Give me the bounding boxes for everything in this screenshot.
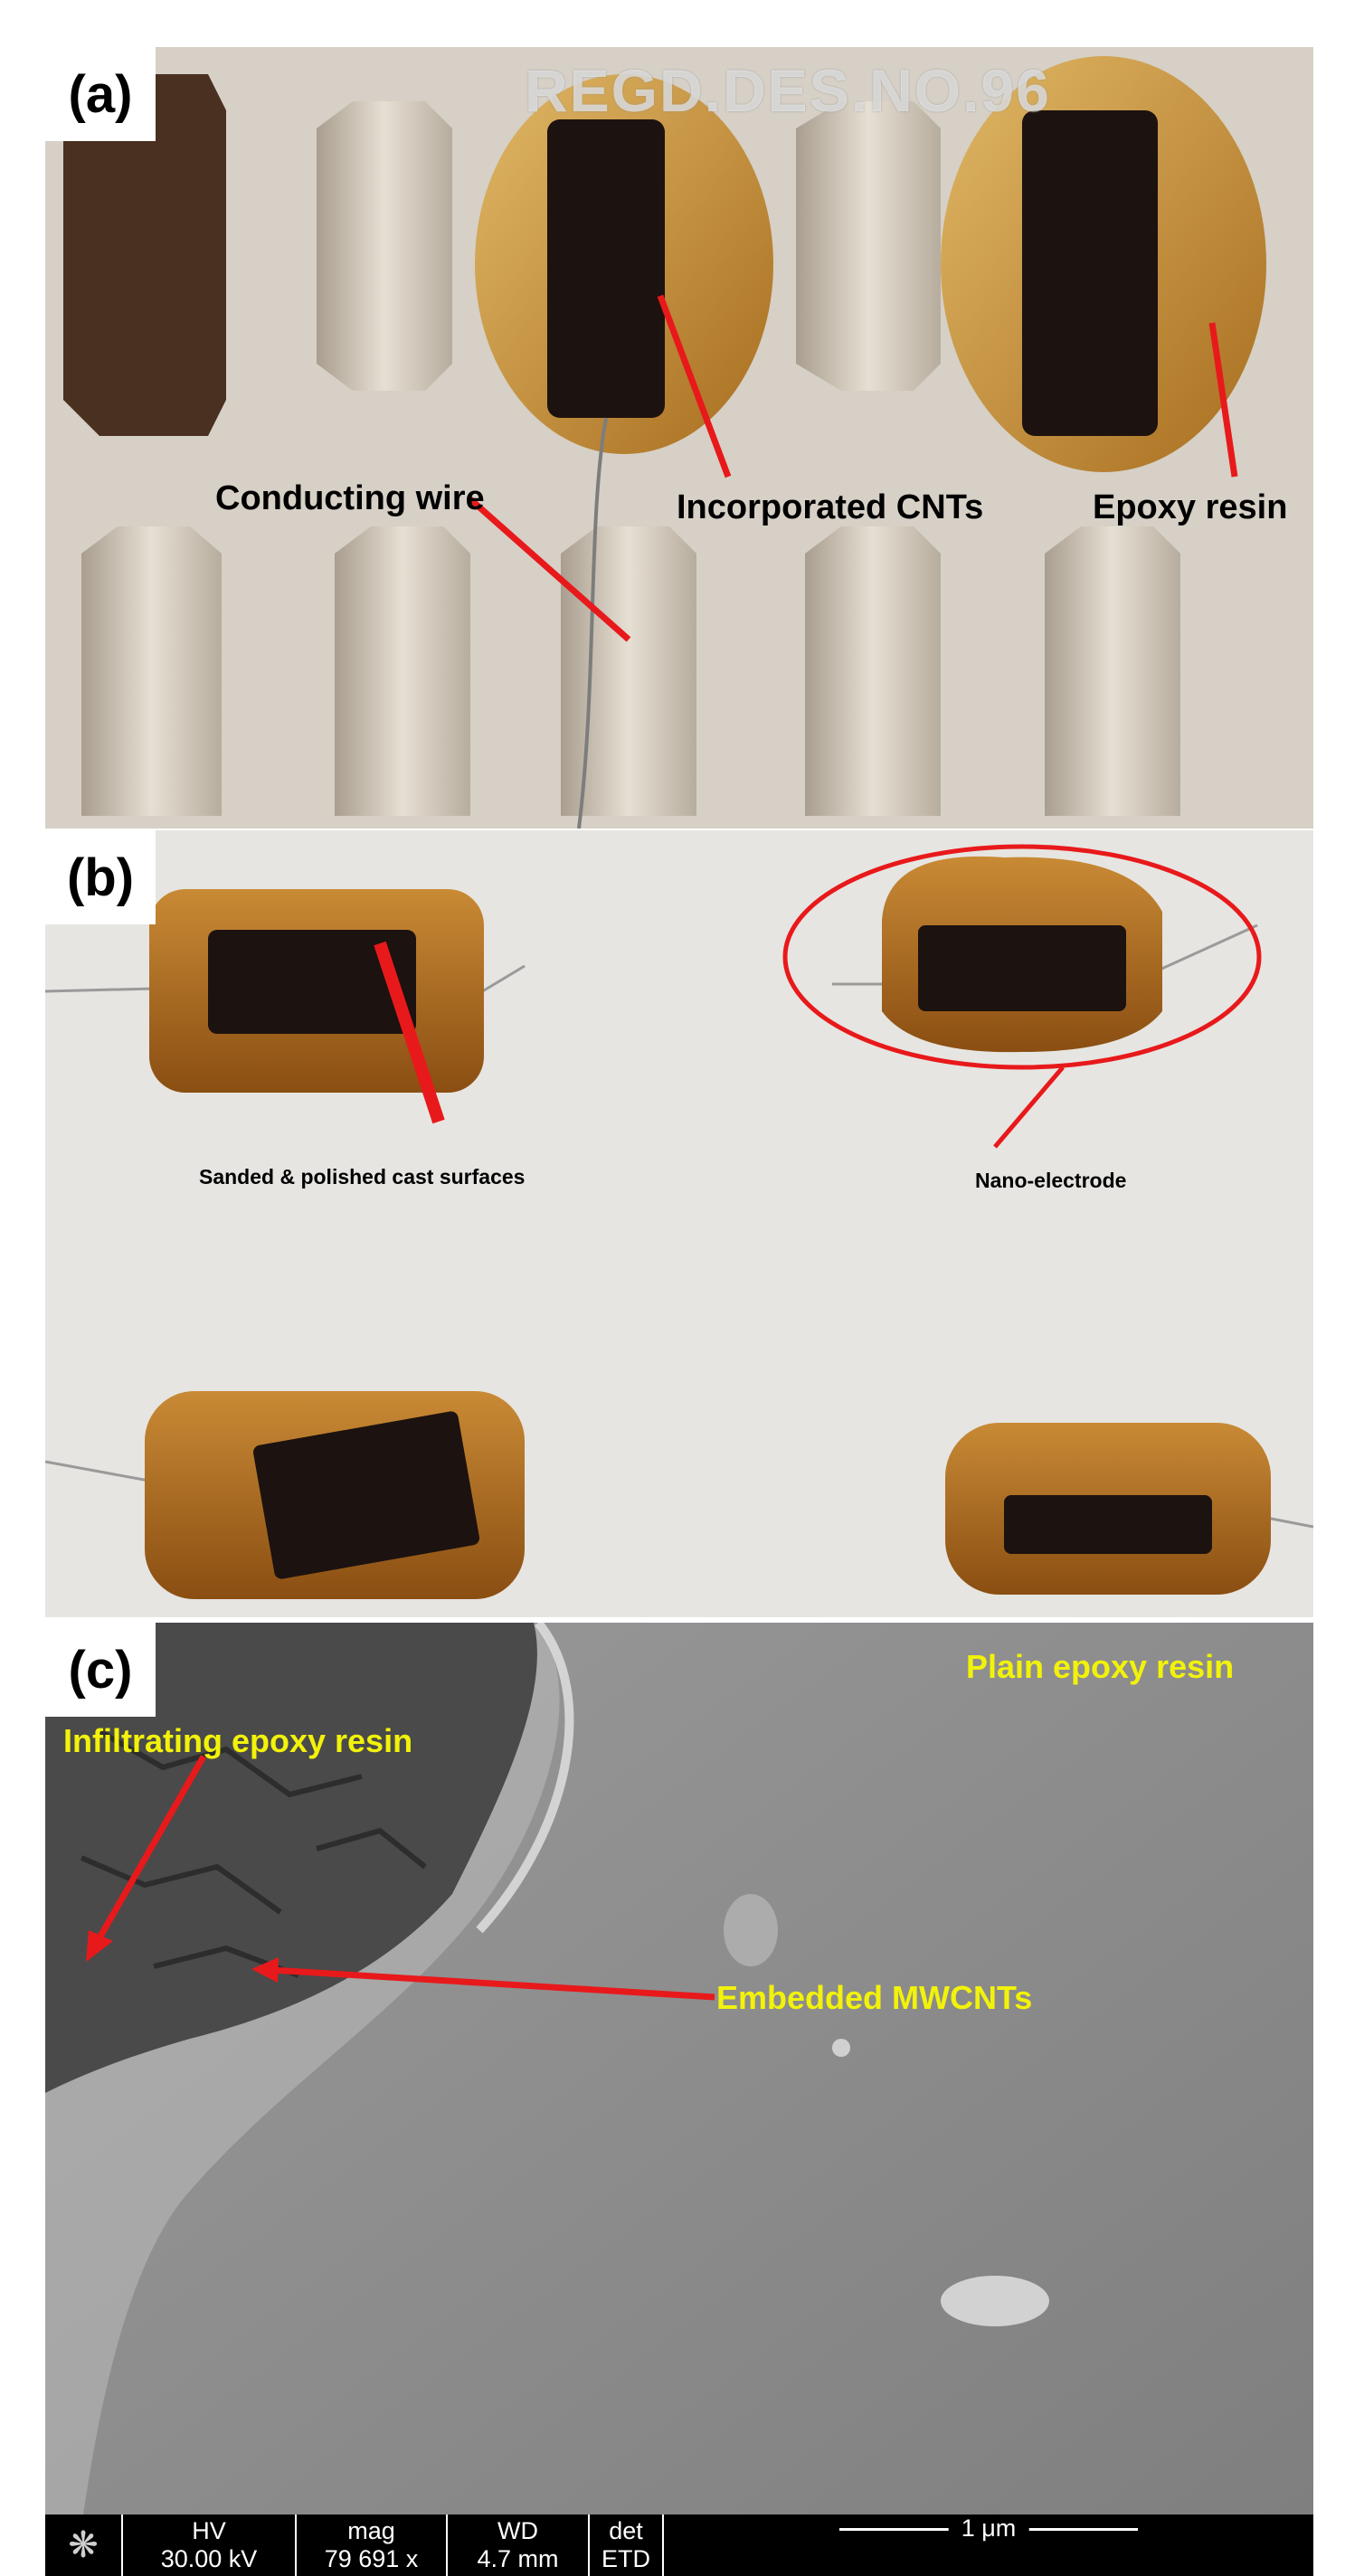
mold-well-d [796, 101, 941, 391]
mag-value: 79 691 x [324, 2545, 419, 2572]
mold-well-i [81, 526, 222, 816]
mold-well-b [317, 101, 452, 391]
panel-a-photo: REGD.DES.NO.96 (a) Conducting wire Incor… [45, 47, 1313, 829]
mag-cell: mag 79 691 x [297, 2514, 448, 2576]
panel-b-tag: (b) [45, 830, 156, 924]
label-plain-epoxy: Plain epoxy resin [966, 1648, 1235, 1685]
hv-cell: HV 30.00 kV [123, 2514, 297, 2576]
panel-c-sem: (c) Infiltrating epoxy resin Plain epoxy… [45, 1623, 1313, 2576]
panel-c-tag: (c) [45, 1623, 156, 1717]
electrodes-photo [45, 830, 1313, 1617]
label-incorporated-cnts: Incorporated CNTs [677, 488, 984, 526]
mold-well-m [805, 526, 941, 816]
sem-databar: ❋ HV 30.00 kV mag 79 691 x WD 4.7 mm det… [45, 2514, 1313, 2576]
mold-well-n [1045, 526, 1180, 816]
det-label: det [609, 2517, 643, 2544]
panel-a-tag: (a) [45, 47, 156, 141]
cnt-block-c [547, 119, 665, 418]
mold-well-l [561, 526, 696, 816]
mag-label: mag [347, 2517, 395, 2544]
hv-value: 30.00 kV [160, 2545, 258, 2572]
infiltrating-resin-region [45, 1623, 537, 2093]
det-value: ETD [601, 2545, 650, 2572]
mold-well-k [335, 526, 470, 816]
label-epoxy-resin: Epoxy resin [1093, 488, 1288, 526]
det-cell: det ETD [590, 2514, 664, 2576]
cnt-block-4 [1004, 1495, 1212, 1554]
label-nano-electrode: Nano-electrode [975, 1169, 1127, 1192]
wd-value: 4.7 mm [477, 2545, 559, 2572]
wd-cell: WD 4.7 mm [448, 2514, 590, 2576]
scale-cell: 1 μm [664, 2514, 1313, 2576]
label-conducting-wire: Conducting wire [215, 479, 485, 517]
panel-b-photo: (b) Sanded & polished cast surfaces Nano… [45, 830, 1313, 1617]
mold-well-a [63, 74, 226, 436]
label-embedded-mwcnts: Embedded MWCNTs [716, 1979, 1033, 2016]
scale-label: 1 μm [948, 2514, 1029, 2543]
label-sanded-surfaces: Sanded & polished cast surfaces [199, 1165, 526, 1189]
mold-stamp-text: REGD.DES.NO.96 [525, 57, 1051, 124]
wd-label: WD [497, 2517, 538, 2544]
mold-tray-photo [45, 47, 1313, 829]
cnt-block-3 [252, 1411, 480, 1579]
cnt-block-1 [208, 930, 416, 1034]
hv-label: HV [192, 2517, 226, 2544]
fei-logo-icon: ❋ [45, 2514, 123, 2576]
sem-micrograph [45, 1623, 1313, 2576]
label-infiltrating-epoxy: Infiltrating epoxy resin [63, 1722, 413, 1759]
cnt-block-e [1022, 110, 1158, 436]
cnt-block-2 [918, 925, 1126, 1011]
